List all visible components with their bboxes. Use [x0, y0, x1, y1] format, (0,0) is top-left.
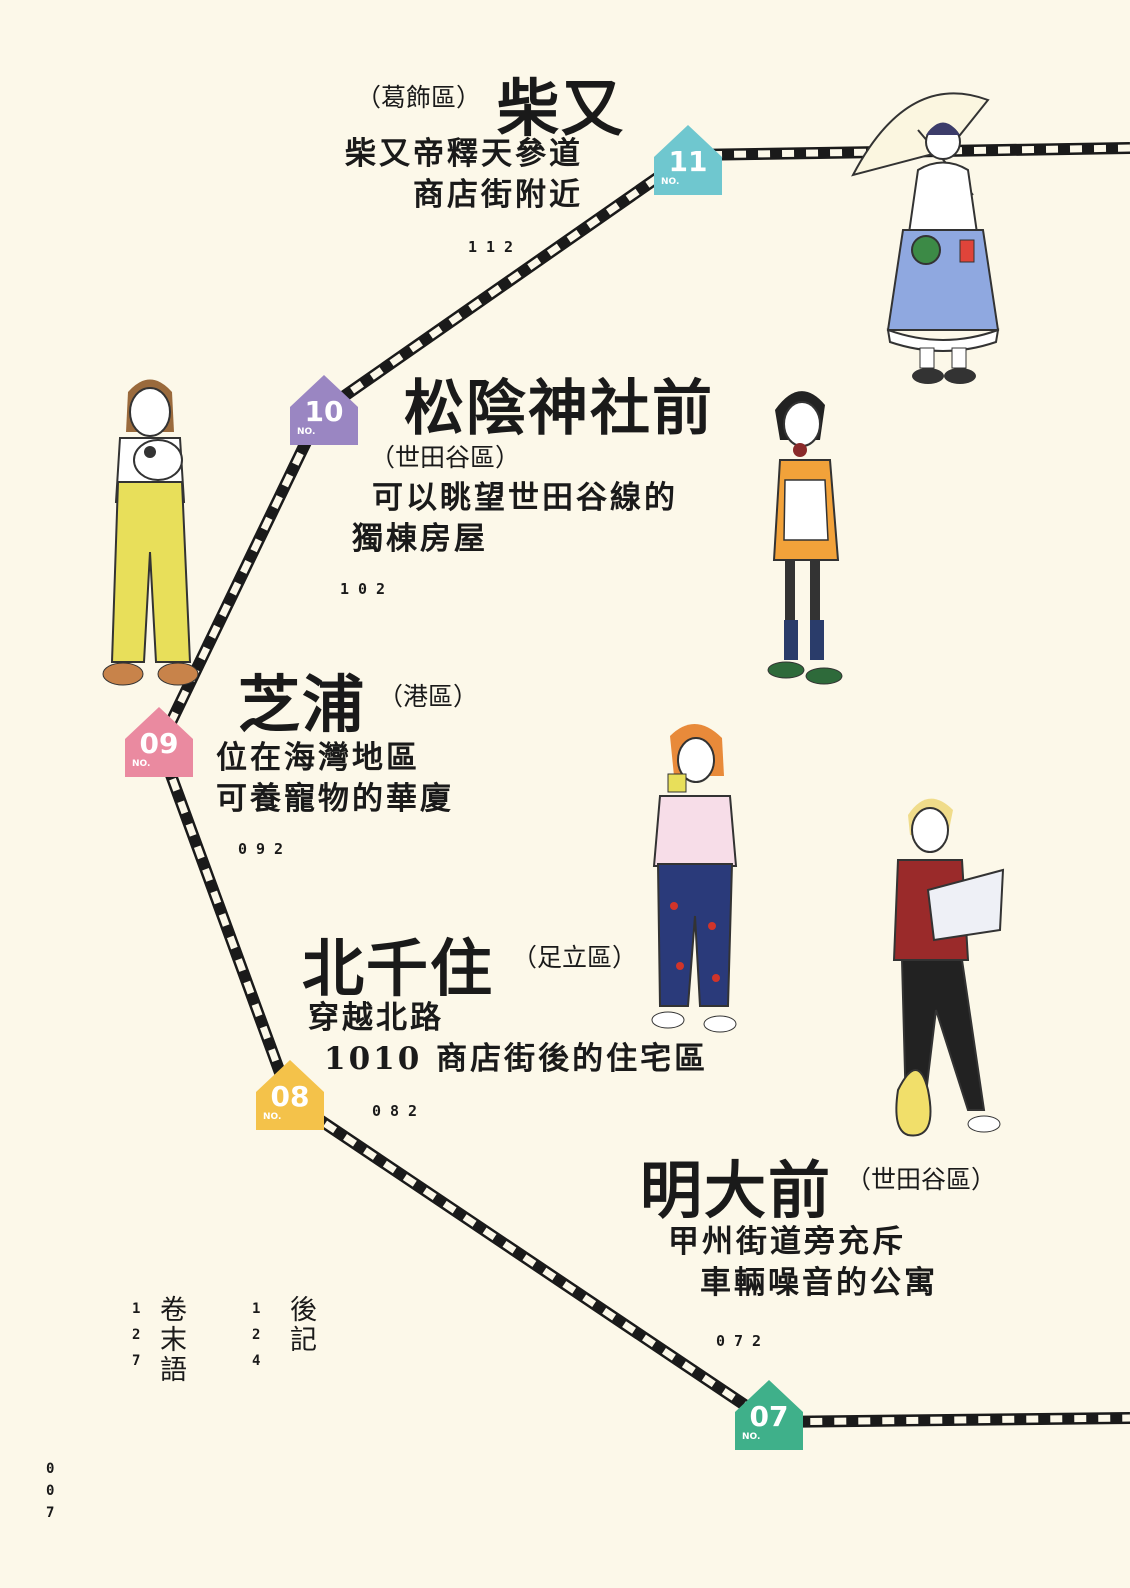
illustration-woman-eating — [767, 391, 843, 685]
station-number: 09 — [139, 727, 179, 760]
station-number-prefix: NO. — [297, 427, 316, 437]
station-number: 10 — [304, 395, 344, 428]
illustration-woman-with-umbrella — [851, 92, 1000, 384]
station-name: 松陰神社前 — [404, 374, 714, 444]
back-matter-label-afterword: 後 記 — [290, 1295, 317, 1356]
station-badge-11: 11 NO. — [654, 125, 722, 195]
station-ward: （港區） — [378, 682, 479, 711]
station-description: 柴又帝釋天參道 商店街附近 — [345, 136, 583, 213]
house-icon — [125, 707, 193, 777]
house-icon — [654, 125, 722, 195]
illustration-man-reading — [892, 798, 1005, 1137]
station-number-prefix: NO. — [263, 1112, 282, 1122]
folio: 0 0 7 — [46, 1461, 55, 1521]
page-number: 082 — [372, 1102, 427, 1120]
station-name: 明大前 — [640, 1154, 833, 1227]
station-number-prefix: NO. — [742, 1432, 761, 1442]
station-description: 甲州街道旁充斥 車輛噪音的公寓 — [668, 1224, 938, 1301]
illustration-woman-with-mug — [651, 723, 738, 1033]
illustration-woman-holding-dog — [102, 379, 199, 686]
page-number: 102 — [340, 580, 395, 598]
station-badge-09: 09 NO. — [125, 707, 193, 777]
station-description: 可以眺望世田谷線的 獨棟房屋 — [352, 480, 678, 557]
page-number: 092 — [238, 840, 293, 858]
station-number: 07 — [749, 1400, 789, 1433]
station-description: 位在海灣地區 可養寵物的華廈 — [216, 740, 454, 817]
back-matter-page-afterword: 1 2 4 — [252, 1301, 261, 1369]
station-description: 穿越北路 1010 商店街後的住宅區 — [308, 1000, 709, 1077]
station-badge-08: 08 NO. — [256, 1060, 324, 1130]
station-number: 08 — [270, 1080, 310, 1113]
station-name: 柴又 — [497, 72, 626, 145]
house-icon — [290, 375, 358, 445]
station-ward: （足立區） — [512, 943, 638, 972]
station-name: 芝浦 — [238, 668, 367, 741]
station-name: 北千住 — [302, 932, 495, 1005]
station-ward: （世田谷區） — [846, 1165, 997, 1194]
back-matter-page-epilogue: 1 2 7 — [132, 1301, 141, 1369]
station-badge-07: 07 NO. — [735, 1380, 803, 1450]
house-icon — [256, 1060, 324, 1130]
house-icon — [735, 1380, 803, 1450]
back-matter-label-epilogue: 卷 末 語 — [160, 1295, 187, 1386]
station-ward: （世田谷區） — [370, 443, 521, 472]
station-number: 11 — [668, 145, 708, 178]
station-number-prefix: NO. — [661, 177, 680, 187]
page-number: 112 — [468, 238, 523, 256]
page-number: 072 — [716, 1332, 771, 1350]
station-ward: （葛飾區） — [356, 83, 482, 112]
station-number-prefix: NO. — [132, 759, 151, 769]
station-badge-10: 10 NO. — [290, 375, 358, 445]
